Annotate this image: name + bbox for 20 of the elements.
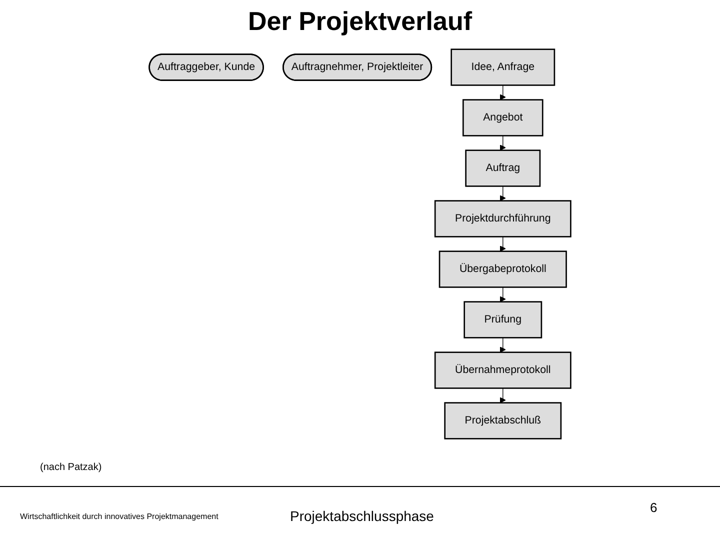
node-box: Auftrag xyxy=(465,150,541,187)
source-note: (nach Patzak) xyxy=(40,462,102,473)
page-number: 6 xyxy=(650,500,658,515)
node-box: Prüfung xyxy=(464,301,542,338)
node-box: Übernahmeprotokoll xyxy=(434,352,572,389)
node-box: Idee, Anfrage xyxy=(450,48,556,86)
node-box: Übergabeprotokoll xyxy=(438,250,567,288)
node-box: Projektabschluß xyxy=(444,402,562,440)
node-box: Projektdurchführung xyxy=(434,200,572,238)
arrow xyxy=(500,84,506,100)
footer-section-title: Projektabschlussphase xyxy=(290,508,434,524)
arrow xyxy=(500,286,506,302)
arrow xyxy=(500,186,506,202)
arrow xyxy=(500,135,506,151)
arrow xyxy=(500,337,506,353)
arrow xyxy=(500,388,506,404)
node-box: Angebot xyxy=(462,99,544,136)
arrow xyxy=(500,236,506,252)
footer-tagline: Wirtschaftlichkeit durch innovatives Projektmanagement xyxy=(20,512,218,521)
title: Der Projektverlauf xyxy=(247,6,474,37)
